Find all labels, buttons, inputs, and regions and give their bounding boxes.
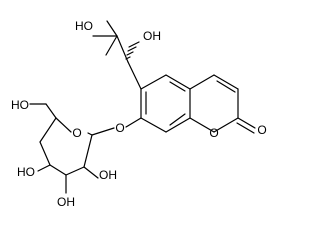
- label-oh-secondary: OH: [143, 29, 161, 43]
- side-chain: [92, 20, 142, 90]
- label-lactone-ring-oxygen: O: [209, 126, 218, 140]
- label-ho-primary: HO: [11, 98, 29, 112]
- label-oh-c2: OH: [99, 168, 117, 182]
- label-glycosidic-oxygen: O: [115, 121, 124, 135]
- benzene-ring: [140, 74, 191, 133]
- label-oh-c3: OH: [57, 195, 75, 209]
- structure-diagram: HO OH O O HO HO OH OH O O: [11, 19, 267, 209]
- label-ho-tertiary: HO: [75, 19, 93, 33]
- glycoside-coumarin-structure: HO OH O O HO HO OH OH O O: [11, 19, 267, 209]
- label-ho-c4: HO: [17, 165, 35, 179]
- glucose-ring: [29, 103, 99, 194]
- label-carbonyl-oxygen: O: [257, 123, 266, 137]
- glycosidic-linkage: [91, 117, 142, 136]
- label-ring-oxygen-sugar: O: [72, 126, 81, 140]
- hashed-wedge-bond: [125, 41, 140, 60]
- lactone-ring: [189, 74, 256, 134]
